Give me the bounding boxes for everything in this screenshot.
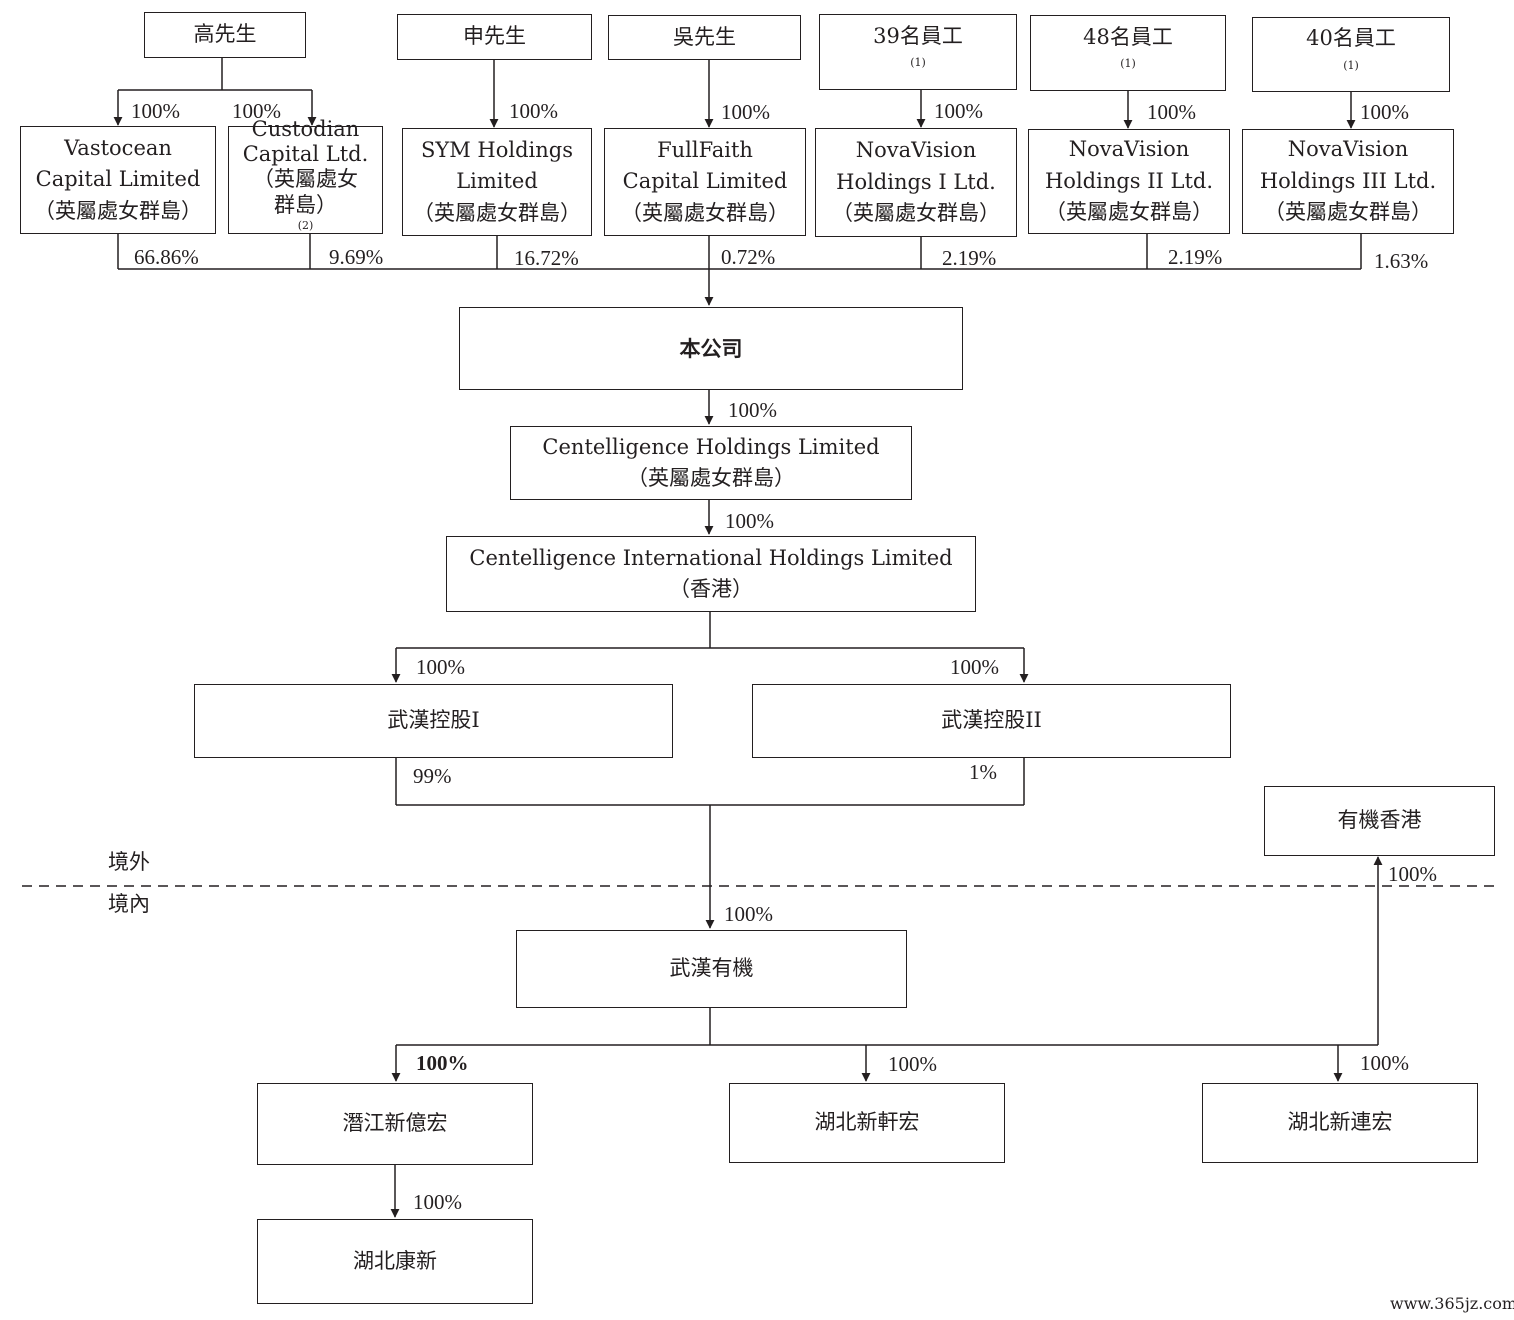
region-offshore-label: 境外	[108, 850, 150, 874]
pct-wuhan-youji-qianjiang: 100%	[416, 1051, 469, 1075]
footnote-marker: (2)	[297, 218, 314, 232]
pct-wuhan-youji-youji-hk: 100%	[1388, 862, 1437, 886]
pct-emp39-nova1: 100%	[934, 99, 983, 123]
pct-emp40-nova3: 100%	[1360, 100, 1409, 124]
pct-nova3-company: 1.63%	[1374, 249, 1429, 273]
pct-centelligence-holdings-intl: 100%	[725, 509, 774, 533]
pct-cih-wuhan-holding-ii: 100%	[950, 655, 999, 679]
entity-wuhan-holding-i: 武漢控股I	[194, 684, 673, 758]
pct-fullfaith-company: 0.72%	[721, 245, 776, 269]
pct-emp48-nova2: 100%	[1147, 100, 1196, 124]
region-onshore-label: 境內	[108, 892, 150, 916]
entity-the-company: 本公司	[459, 307, 963, 390]
pct-qianjiang-kangxin: 100%	[413, 1190, 462, 1214]
employees-label: 40名員工	[1306, 26, 1396, 50]
shareholder-mr-gao: 高先生	[144, 12, 306, 58]
shareholder-mr-shen: 申先生	[397, 14, 592, 60]
pct-nova2-company: 2.19%	[1168, 245, 1223, 269]
entity-custodian-capital: Custodian Capital Ltd. （英屬處女 群島）(2)	[228, 117, 383, 234]
entity-wuhan-youji: 武漢有機	[516, 930, 907, 1008]
pct-vastocean-company: 66.86%	[134, 245, 199, 269]
entity-novavision-holdings-iii: NovaVision Holdings III Ltd. （英屬處女群島）	[1242, 129, 1454, 234]
shareholder-40-employees: 40名員工 (1)	[1252, 17, 1450, 92]
pct-wuhan-youji-xinlian: 100%	[1360, 1051, 1409, 1075]
watermark: www.365jz.com	[1390, 1294, 1514, 1313]
employees-label: 39名員工	[873, 23, 963, 48]
pct-gao-vastocean: 100%	[131, 99, 180, 123]
entity-hubei-xinxuanhong: 湖北新軒宏	[729, 1083, 1005, 1163]
entity-hubei-xinlianhong: 湖北新連宏	[1202, 1083, 1478, 1163]
entity-sym-holdings: SYM Holdings Limited （英屬處女群島）	[402, 128, 592, 236]
entity-hubei-kangxin: 湖北康新	[257, 1219, 533, 1304]
shareholder-mr-wu: 吳先生	[608, 15, 801, 60]
pct-wuhan-holding-i-youji: 99%	[413, 764, 452, 788]
pct-gao-custodian: 100%	[232, 99, 281, 123]
pct-wu-fullfaith: 100%	[721, 100, 770, 124]
pct-wuhan-youji-xinxuan: 100%	[888, 1052, 937, 1076]
pct-nova1-company: 2.19%	[942, 246, 997, 270]
shareholder-48-employees: 48名員工 (1)	[1030, 15, 1226, 91]
entity-qianjiang-xinyihong: 潛江新億宏	[257, 1083, 533, 1165]
pct-cih-wuhan-holding-i: 100%	[416, 655, 465, 679]
employees-label: 48名員工	[1083, 24, 1173, 49]
entity-novavision-holdings-ii: NovaVision Holdings II Ltd. （英屬處女群島）	[1028, 129, 1230, 234]
entity-novavision-holdings-i: NovaVision Holdings I Ltd. （英屬處女群島）	[815, 128, 1017, 237]
pct-company-centelligence-holdings: 100%	[728, 398, 777, 422]
entity-centelligence-holdings: Centelligence Holdings Limited （英屬處女群島）	[510, 426, 912, 500]
entity-fullfaith-capital: FullFaith Capital Limited （英屬處女群島）	[604, 128, 806, 236]
entity-wuhan-holding-ii: 武漢控股II	[752, 684, 1231, 758]
custodian-jurisdiction-tail: 群島）	[274, 192, 337, 217]
pct-custodian-company: 9.69%	[329, 245, 384, 269]
footnote-marker: (1)	[1120, 57, 1136, 70]
entity-centelligence-international: Centelligence International Holdings Lim…	[446, 536, 976, 612]
shareholder-39-employees: 39名員工 (1)	[819, 14, 1017, 90]
pct-sym-company: 16.72%	[514, 246, 579, 270]
pct-to-wuhan-youji: 100%	[724, 902, 773, 926]
footnote-marker: (1)	[1343, 58, 1359, 72]
entity-youji-hong-kong: 有機香港	[1264, 786, 1495, 856]
pct-shen-sym: 100%	[509, 99, 558, 123]
footnote-marker: (1)	[910, 56, 926, 69]
entity-vastocean-capital: Vastocean Capital Limited （英屬處女群島）	[20, 126, 216, 234]
pct-wuhan-holding-ii-youji: 1%	[969, 760, 997, 784]
